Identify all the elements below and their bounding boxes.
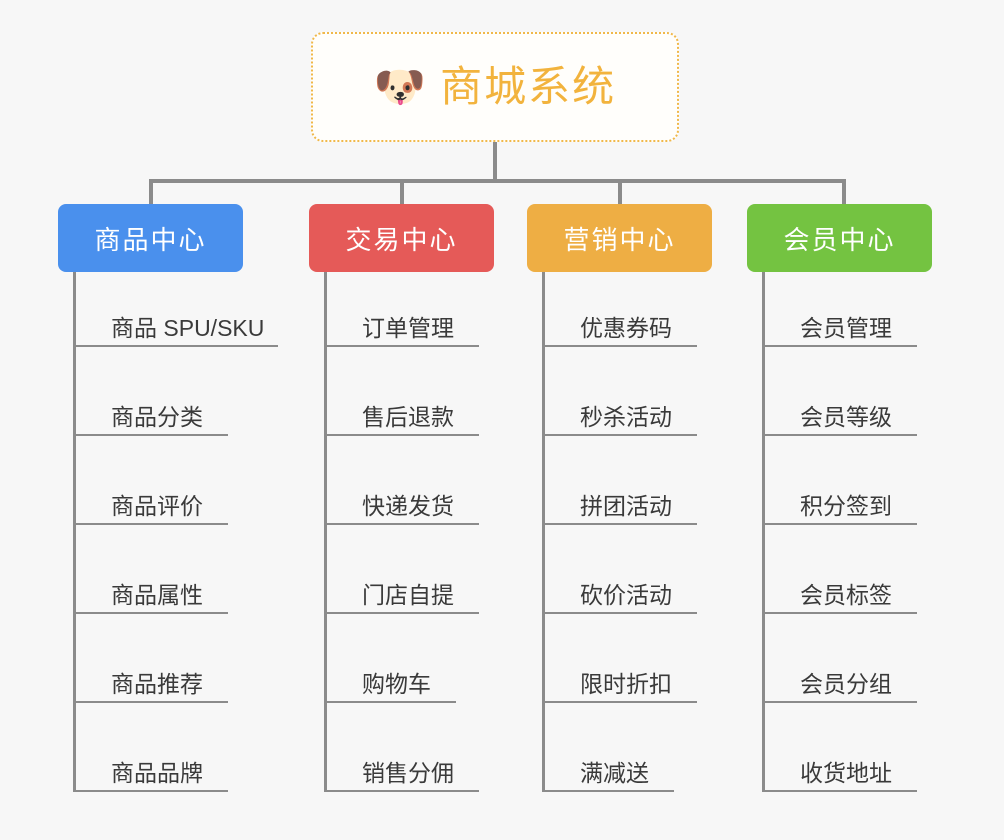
- leaf-item-label: 会员等级: [800, 404, 892, 430]
- leaf-item-label: 会员标签: [800, 582, 892, 608]
- leaf-item[interactable]: 积分签到: [762, 467, 917, 525]
- leaf-item[interactable]: 购物车: [324, 645, 456, 703]
- column-spine: [762, 272, 765, 791]
- connector-drop-2: [400, 179, 404, 206]
- leaf-item-label: 商品评价: [111, 493, 203, 519]
- leaf-item-label: 商品推荐: [111, 671, 203, 697]
- leaf-item[interactable]: 商品推荐: [73, 645, 228, 703]
- category-header-label: 交易中心: [345, 224, 458, 255]
- leaf-item[interactable]: 商品评价: [73, 467, 228, 525]
- leaf-item-label: 会员管理: [800, 315, 892, 341]
- leaf-item[interactable]: 门店自提: [324, 556, 479, 614]
- leaf-item[interactable]: 满减送: [542, 734, 674, 792]
- connector-drop-3: [618, 179, 622, 206]
- leaf-item-label: 销售分佣: [362, 760, 454, 786]
- leaf-item[interactable]: 会员分组: [762, 645, 917, 703]
- leaf-item[interactable]: 会员管理: [762, 289, 917, 347]
- leaf-item[interactable]: 限时折扣: [542, 645, 697, 703]
- leaf-item-label: 门店自提: [362, 582, 454, 608]
- leaf-item-label: 购物车: [362, 671, 431, 697]
- leaf-item-label: 商品属性: [111, 582, 203, 608]
- connector-drop-4: [842, 179, 846, 206]
- category-header-marketing-center[interactable]: 营销中心: [527, 204, 712, 272]
- connector-horizontal-bus: [149, 179, 846, 183]
- leaf-item-label: 砍价活动: [580, 582, 672, 608]
- leaf-item-label: 订单管理: [362, 315, 454, 341]
- shiba-dog-face-icon: 🐶: [373, 63, 427, 110]
- leaf-item-label: 限时折扣: [580, 671, 672, 697]
- leaf-item-label: 优惠券码: [580, 315, 672, 341]
- leaf-item[interactable]: 销售分佣: [324, 734, 479, 792]
- leaf-item[interactable]: 订单管理: [324, 289, 479, 347]
- category-header-label: 会员中心: [783, 224, 896, 255]
- leaf-item[interactable]: 快递发货: [324, 467, 479, 525]
- leaf-item[interactable]: 商品属性: [73, 556, 228, 614]
- category-header-member-center[interactable]: 会员中心: [747, 204, 932, 272]
- leaf-item[interactable]: 砍价活动: [542, 556, 697, 614]
- leaf-item[interactable]: 秒杀活动: [542, 378, 697, 436]
- leaf-item[interactable]: 会员标签: [762, 556, 917, 614]
- column-spine: [324, 272, 327, 791]
- root-node[interactable]: 🐶 商城系统: [311, 32, 679, 142]
- leaf-item[interactable]: 拼团活动: [542, 467, 697, 525]
- leaf-item-label: 收货地址: [800, 760, 892, 786]
- category-header-trade-center[interactable]: 交易中心: [309, 204, 494, 272]
- connector-root-stem: [493, 142, 497, 182]
- leaf-item[interactable]: 商品 SPU/SKU: [73, 289, 278, 347]
- column-spine: [542, 272, 545, 791]
- leaf-item-label: 满减送: [580, 760, 649, 786]
- leaf-item-label: 积分签到: [800, 493, 892, 519]
- category-header-label: 商品中心: [94, 224, 207, 255]
- leaf-item[interactable]: 商品分类: [73, 378, 228, 436]
- leaf-item[interactable]: 售后退款: [324, 378, 479, 436]
- leaf-item[interactable]: 会员等级: [762, 378, 917, 436]
- leaf-item-label: 商品品牌: [111, 760, 203, 786]
- leaf-item-label: 快递发货: [362, 493, 454, 519]
- leaf-item-label: 会员分组: [800, 671, 892, 697]
- leaf-item[interactable]: 商品品牌: [73, 734, 228, 792]
- column-spine: [73, 272, 76, 791]
- leaf-item-label: 商品 SPU/SKU: [111, 315, 265, 341]
- category-header-label: 营销中心: [563, 224, 676, 255]
- leaf-item[interactable]: 收货地址: [762, 734, 917, 792]
- leaf-item[interactable]: 优惠券码: [542, 289, 697, 347]
- leaf-item-label: 秒杀活动: [580, 404, 672, 430]
- root-node-label: 商城系统: [440, 63, 617, 110]
- leaf-item-label: 拼团活动: [580, 493, 672, 519]
- leaf-item-label: 售后退款: [362, 404, 454, 430]
- connector-drop-1: [149, 179, 153, 206]
- leaf-item-label: 商品分类: [111, 404, 203, 430]
- category-header-product-center[interactable]: 商品中心: [58, 204, 243, 272]
